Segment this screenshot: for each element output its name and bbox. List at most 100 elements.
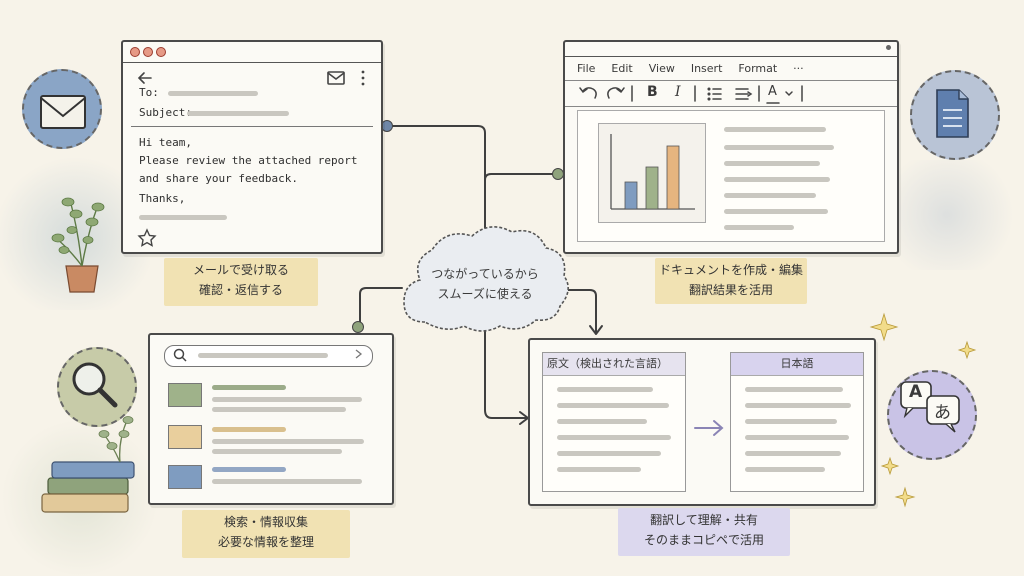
chart-thumbnail	[598, 123, 706, 223]
text-placeholder	[745, 435, 849, 440]
result-title[interactable]	[212, 427, 286, 432]
arrowhead-down	[589, 325, 603, 335]
bar-chart-graphic	[610, 134, 695, 210]
connector-doc	[484, 173, 557, 181]
sparkle-icon	[957, 340, 977, 360]
cloud-line: スムーズに使える	[437, 287, 533, 301]
text-placeholder	[745, 387, 843, 392]
result-title[interactable]	[212, 467, 286, 472]
bold-button[interactable]: B	[647, 84, 658, 100]
toolbar-divider	[565, 106, 897, 107]
caption-line: 翻訳して理解・共有	[650, 513, 758, 527]
translate-icon-circle	[887, 370, 977, 460]
connector-translate-top	[559, 289, 597, 333]
redo-icon	[607, 87, 622, 99]
chevron-right-icon	[355, 349, 363, 359]
to-label: To:	[139, 86, 159, 99]
letter-a-glyph: A	[909, 382, 923, 402]
text-placeholder	[557, 419, 647, 424]
chart-bar	[624, 181, 638, 210]
hiragana-a-glyph: あ	[934, 403, 951, 423]
result-snippet	[212, 449, 342, 454]
result-snippet	[212, 407, 346, 412]
chevron-down-icon	[785, 91, 793, 97]
title-bar	[565, 42, 897, 57]
text-placeholder	[557, 451, 661, 456]
menu-edit[interactable]: Edit	[611, 62, 633, 75]
text-placeholder	[557, 403, 669, 408]
caption-line: メールで受け取る	[192, 263, 289, 277]
email-body-line: and share your feedback.	[139, 172, 298, 185]
document-caption: ドキュメントを作成・編集 翻訳結果を活用	[655, 258, 807, 304]
target-pane: 日本語	[730, 352, 864, 492]
connector-translate-left	[484, 327, 527, 419]
caption-line: 必要な情報を整理	[217, 535, 314, 549]
search-caption: 検索・情報収集 必要な情報を整理	[182, 510, 350, 558]
menu-view[interactable]: View	[648, 62, 675, 75]
email-body-line: Please review the attached report	[139, 154, 358, 167]
text-placeholder	[724, 209, 828, 214]
result-snippet	[212, 439, 364, 444]
menu-file[interactable]: File	[577, 62, 596, 75]
window-maximize-dot[interactable]	[156, 47, 166, 57]
chart-bar	[666, 145, 680, 210]
result-thumbnail	[168, 383, 202, 407]
connector-search	[359, 287, 403, 326]
source-language-header[interactable]: 原文（検出された言語）	[543, 353, 685, 376]
window-minimize-dot[interactable]	[143, 47, 153, 57]
header-divider	[131, 126, 373, 127]
result-snippet	[212, 397, 362, 402]
chart-bar	[645, 166, 659, 210]
text-placeholder	[745, 419, 837, 424]
toolbar-divider	[565, 80, 897, 81]
text-placeholder	[745, 467, 825, 472]
cloud-text: つながっているから スムーズに使える	[410, 264, 560, 304]
text-placeholder	[724, 161, 820, 166]
document-window: File Edit View Insert Format ··· B I A	[563, 40, 899, 254]
text-placeholder	[724, 193, 816, 198]
to-field[interactable]	[168, 91, 258, 96]
caption-line: 確認・返信する	[198, 283, 283, 297]
undo-icon	[582, 87, 597, 99]
source-pane: 原文（検出された言語）	[542, 352, 686, 492]
email-body-line: Hi team,	[139, 136, 192, 149]
connector-node	[352, 321, 364, 333]
menu-more[interactable]: ···	[793, 62, 804, 75]
menu-format[interactable]: Format	[738, 62, 778, 75]
caption-line: ドキュメントを作成・編集	[658, 263, 803, 277]
text-placeholder	[724, 225, 794, 230]
text-placeholder	[724, 127, 826, 132]
sparkle-icon	[880, 456, 900, 476]
result-title[interactable]	[212, 385, 286, 390]
numbered-list-icon	[735, 88, 753, 100]
email-caption: メールで受け取る 確認・返信する	[164, 258, 318, 306]
subject-field[interactable]	[187, 111, 289, 116]
title-bar	[123, 42, 381, 63]
signature-placeholder	[139, 215, 227, 220]
result-thumbnail	[168, 465, 202, 489]
text-placeholder	[724, 145, 834, 150]
text-placeholder	[745, 403, 851, 408]
email-window: To: Subject: Hi team, Please review the …	[121, 40, 383, 254]
menu-insert[interactable]: Insert	[690, 62, 723, 75]
cloud-line: つながっているから	[431, 267, 539, 281]
window-close-dot[interactable]	[130, 47, 140, 57]
envelope-icon	[327, 71, 345, 85]
connector-email-cloud	[389, 125, 486, 233]
result-thumbnail	[168, 425, 202, 449]
font-color-button[interactable]: A	[768, 84, 777, 99]
italic-button[interactable]: I	[675, 84, 681, 100]
translate-caption: 翻訳して理解・共有 そのままコピペで活用	[618, 508, 790, 556]
translate-arrow-icon	[694, 420, 724, 436]
window-close-dot[interactable]	[886, 45, 891, 50]
target-language-header[interactable]: 日本語	[731, 353, 863, 376]
